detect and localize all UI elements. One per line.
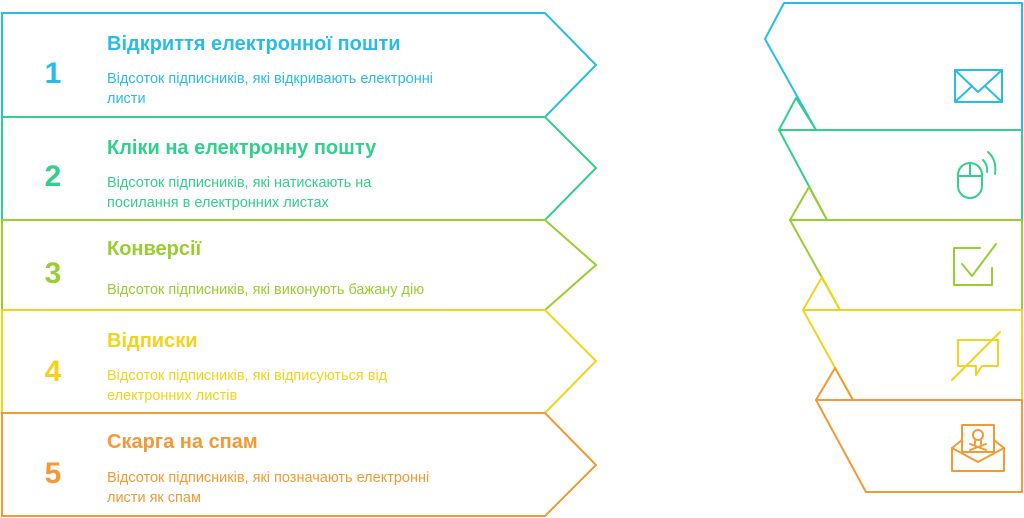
step-description-1-line-2: листи <box>107 91 146 107</box>
step-arrow-1 <box>1 12 598 118</box>
mouse-click-icon <box>957 151 997 199</box>
step-number-3: 3 <box>45 257 62 290</box>
envelope-icon <box>954 69 1003 103</box>
step-arrow-5 <box>1 412 598 517</box>
step-description-3-line-1: Відсоток підписників, які виконують бажа… <box>107 282 424 298</box>
step-description-5-line-1: Відсоток підписників, які позначають еле… <box>107 470 429 486</box>
ribbon-fold-4 <box>815 367 854 401</box>
step-row-2: 2 Кліки на електронну пошту Відсоток під… <box>1 116 598 221</box>
step-title-3: Конверсії <box>107 238 202 260</box>
spam-mail-icon <box>951 424 1005 472</box>
step-title-2: Кліки на електронну пошту <box>107 137 377 159</box>
step-description-2-line-2: посилання в електронних листах <box>107 195 330 211</box>
step-row-4: 4 Відписки Відсоток підписників, які від… <box>1 309 598 414</box>
step-row-5: 5 Скарга на спам Відсоток підписників, я… <box>1 412 598 517</box>
ribbon-fold-2 <box>789 186 828 221</box>
ribbon-band-3 <box>789 219 1023 311</box>
ribbon-fold-1 <box>778 97 817 131</box>
step-title-1: Відкриття електронної пошти <box>107 33 401 55</box>
step-number-2: 2 <box>45 160 62 193</box>
step-description-5-line-2: листи як спам <box>107 490 201 506</box>
ribbon-band-2 <box>778 129 1023 221</box>
step-description-4-line-2: електронних листів <box>107 388 237 404</box>
step-title-4: Відписки <box>107 330 198 352</box>
ribbon-band-4 <box>802 309 1023 401</box>
step-number-4: 4 <box>45 355 62 388</box>
folded-ribbon <box>764 2 1023 493</box>
step-arrow-3 <box>1 219 598 311</box>
step-number-1: 1 <box>45 57 62 90</box>
step-arrow-2 <box>1 116 598 221</box>
step-description-2-line-1: Відсоток підписників, які натискають на <box>107 175 372 191</box>
ribbon-fold-3 <box>802 276 841 311</box>
checkbox-icon <box>953 243 997 286</box>
step-description-1-line-1: Відсоток підписників, які відкривають ел… <box>107 71 433 87</box>
step-arrow-4 <box>1 309 598 414</box>
step-number-5: 5 <box>45 457 62 490</box>
step-description-4-line-1: Відсоток підписників, які відписуються в… <box>107 368 388 384</box>
no-message-icon <box>951 331 1001 381</box>
step-row-3: 3 Конверсії Відсоток підписників, які ви… <box>1 219 598 311</box>
step-row-1: 1 Відкриття електронної пошти Відсоток п… <box>1 12 598 118</box>
ribbon-band-5 <box>815 399 1023 493</box>
step-title-5: Скарга на спам <box>107 431 258 453</box>
